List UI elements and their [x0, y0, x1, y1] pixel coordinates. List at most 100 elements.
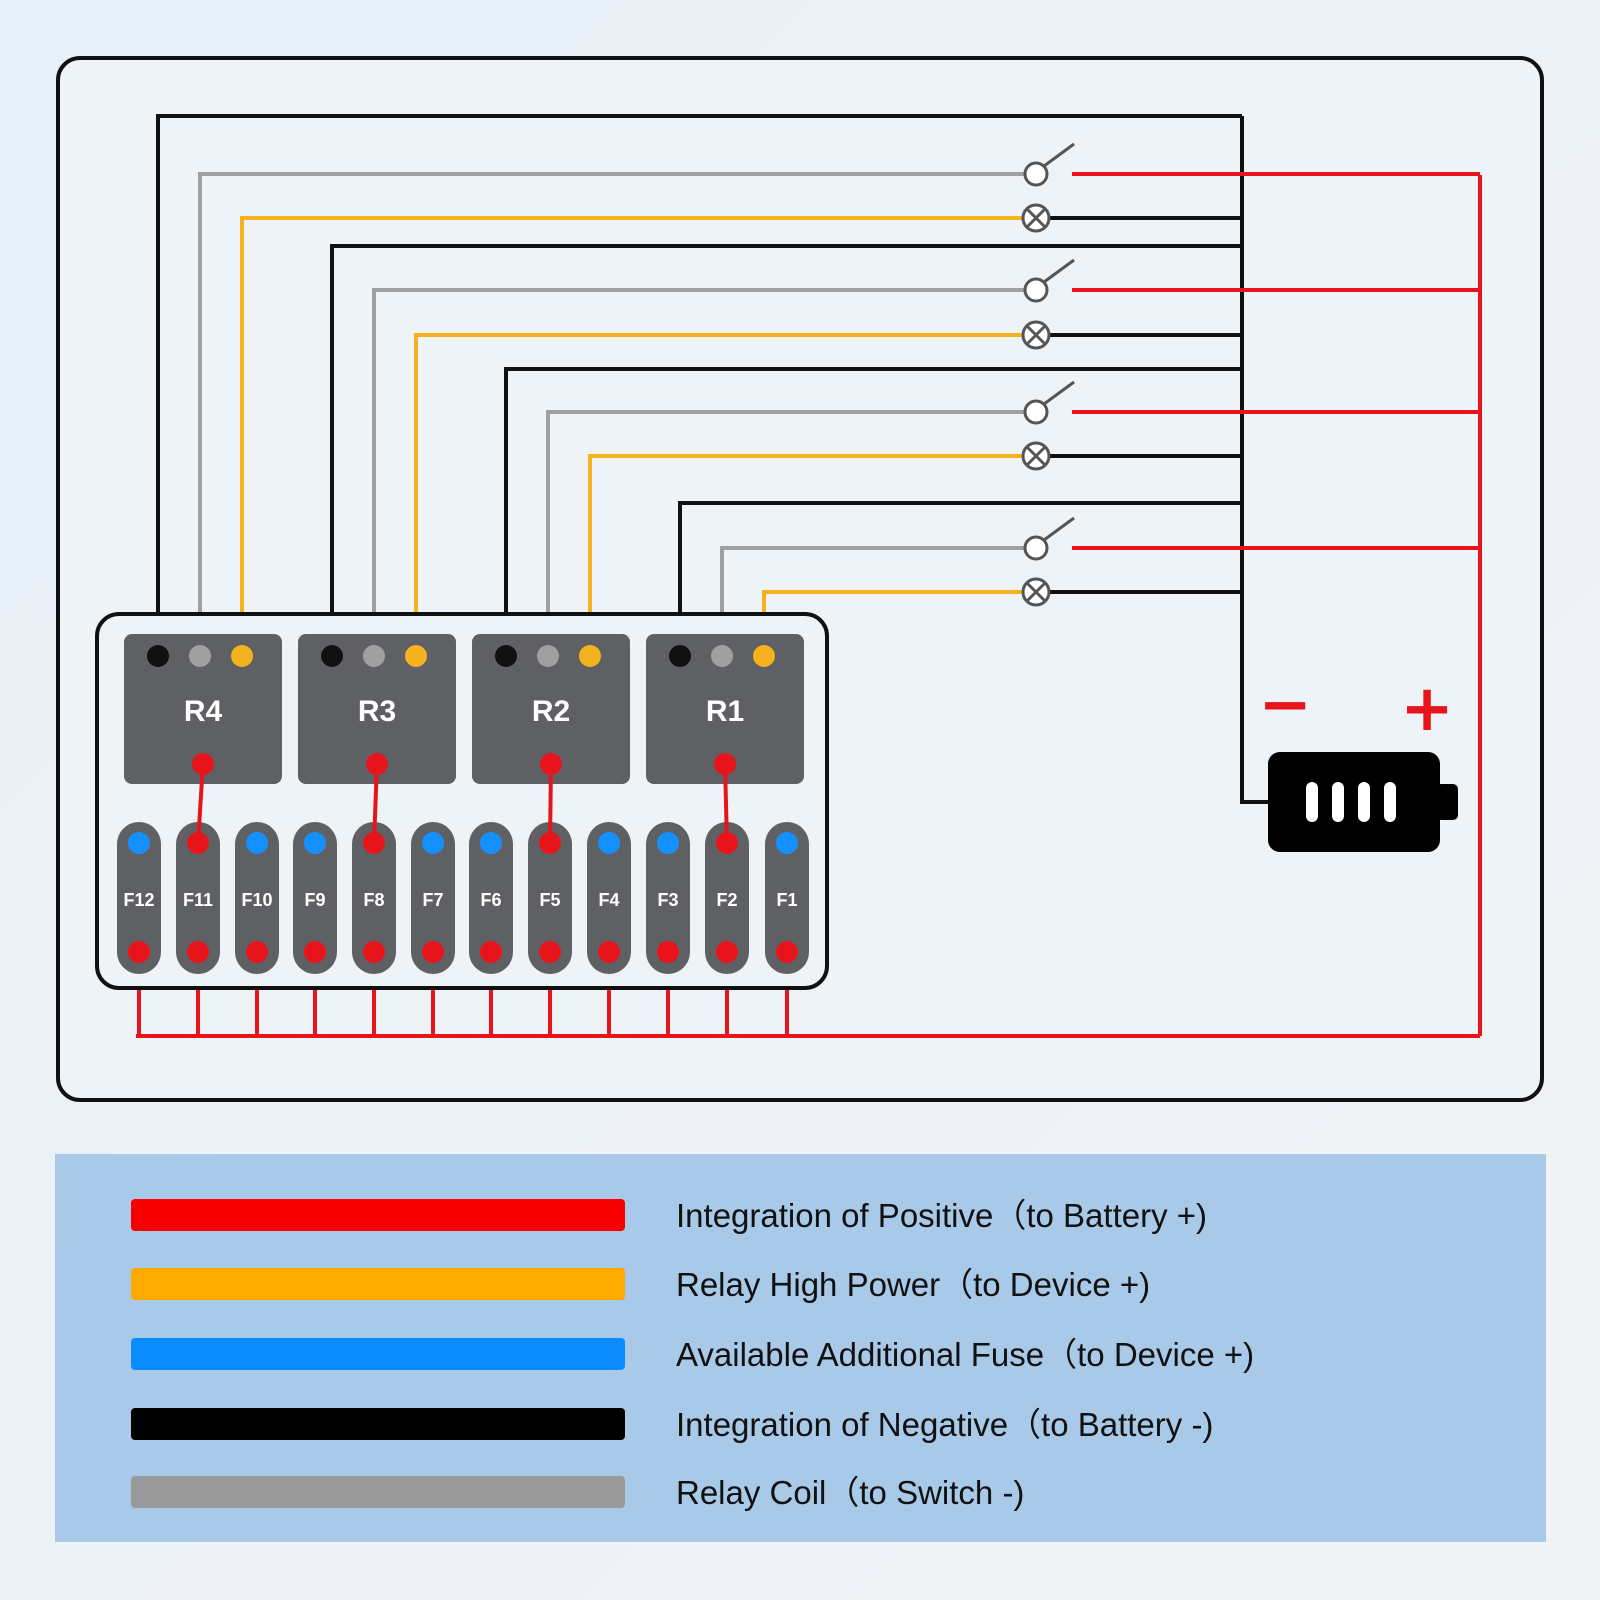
legend-swatch-relay-coil — [131, 1476, 625, 1508]
relay-body-r2 — [472, 634, 630, 784]
fuse-body-f3 — [646, 822, 690, 974]
negative-wire-r1 — [678, 501, 1242, 656]
relay-body-r3 — [298, 634, 456, 784]
relay-r3: R3 — [298, 634, 456, 784]
fuse-f6: F6 — [469, 822, 513, 974]
relay-label-r2: R2 — [532, 695, 570, 728]
fuse-body-f6 — [469, 822, 513, 974]
wires — [136, 114, 1482, 1038]
switch-pivot — [1023, 399, 1049, 425]
relay-body-r4 — [124, 634, 282, 784]
fuse-bottom-terminal — [128, 941, 150, 963]
relay-label-r1: R1 — [706, 695, 744, 728]
relay-r4: R4 — [124, 634, 282, 784]
negative-wire-r3 — [330, 244, 1242, 656]
fuse-bottom-terminal — [776, 941, 798, 963]
coil-wire-r2 — [546, 410, 1026, 656]
relay-pin-high-power — [753, 645, 775, 667]
fuse-bottom-terminal — [187, 941, 209, 963]
fuse-f4: F4 — [587, 822, 631, 974]
legend-label-positive: Integration of Positive（to Battery +) — [676, 1197, 1207, 1234]
fuse-bottom-terminal — [363, 941, 385, 963]
legend-label-relay-coil: Relay Coil（to Switch -) — [676, 1474, 1024, 1511]
legend-swatch-relay-high-power — [131, 1268, 625, 1300]
fuse-body-f9 — [293, 822, 337, 974]
legend-swatch-positive — [131, 1199, 625, 1231]
switch-lamp-r4 — [1021, 142, 1075, 233]
battery-minus-sign: − — [1258, 668, 1312, 742]
legend-label-available-fuse: Available Additional Fuse（to Device +) — [676, 1336, 1254, 1373]
fuse-top-terminal-available — [128, 832, 150, 854]
coil-wire-r3 — [372, 288, 1026, 656]
fuse-f5: F5 — [528, 822, 572, 974]
fuse-bottom-terminal — [480, 941, 502, 963]
switch-lever — [1043, 258, 1075, 284]
relay-to-fuse-link-r3 — [372, 763, 379, 844]
relay-pin-high-power — [405, 645, 427, 667]
legend-item-positive: Integration of Positive（to Battery +) — [131, 1197, 1207, 1234]
lamp-cross-line — [1025, 207, 1047, 229]
battery-cell-bar — [1306, 782, 1318, 822]
fuse-label-f7: F7 — [422, 890, 443, 910]
switch-lever — [1043, 516, 1075, 542]
lamp-cross-line — [1025, 581, 1047, 603]
lamp-cross-line — [1025, 324, 1047, 346]
relay-to-fuse-link-r4 — [196, 763, 205, 844]
fuse-body-f8 — [352, 822, 396, 974]
fuse-f10: F10 — [235, 822, 279, 974]
battery-cell-bar — [1332, 782, 1344, 822]
relay-pin-coil — [363, 645, 385, 667]
switch-lamp-r3 — [1021, 258, 1075, 350]
relay-r2: R2 — [472, 634, 630, 784]
legend-item-relay-high-power: Relay High Power（to Device +) — [131, 1266, 1150, 1303]
switch-pivot — [1023, 161, 1049, 187]
legend-item-available-fuse: Available Additional Fuse（to Device +) — [131, 1336, 1254, 1373]
fuse-f11: F11 — [176, 822, 220, 974]
coil-wire-r4 — [198, 172, 1026, 656]
fuse-label-f1: F1 — [776, 890, 797, 910]
fuse-label-f12: F12 — [123, 890, 154, 910]
fuse-bottom-terminal — [304, 941, 326, 963]
relay-pin-negative — [147, 645, 169, 667]
relay-pin-high-power — [579, 645, 601, 667]
fuse-bottom-terminal — [246, 941, 268, 963]
fuse-bottom-terminal — [539, 941, 561, 963]
battery-cell-bar — [1384, 782, 1396, 822]
fuse-f8: F8 — [352, 822, 396, 974]
switch-pivot — [1023, 277, 1049, 303]
relay-label-r3: R3 — [358, 695, 396, 728]
fuse-label-f9: F9 — [304, 890, 325, 910]
fuse-top-terminal-available — [480, 832, 502, 854]
fuse-body-f1 — [765, 822, 809, 974]
switch-lamp-r2 — [1021, 380, 1075, 471]
relay-pin-negative — [669, 645, 691, 667]
fuse-label-f4: F4 — [598, 890, 619, 910]
switch-lamp-r1 — [1021, 516, 1075, 607]
high-power-wire-r4 — [240, 216, 1023, 656]
fuse-bottom-terminal — [716, 941, 738, 963]
fuse-f3: F3 — [646, 822, 690, 974]
battery: − + — [1258, 668, 1458, 852]
fuse-label-f3: F3 — [657, 890, 678, 910]
legend-item-negative: Integration of Negative（to Battery -) — [131, 1406, 1213, 1443]
fuse-f2: F2 — [705, 822, 749, 974]
relay-r1: R1 — [646, 634, 804, 784]
legend: Integration of Positive（to Battery +) Rel… — [131, 1197, 1254, 1511]
switch-lever — [1043, 380, 1075, 406]
battery-plus-sign: + — [1400, 672, 1454, 746]
high-power-wire-r3 — [414, 333, 1023, 656]
relay-pin-negative — [321, 645, 343, 667]
fuse-label-f11: F11 — [183, 890, 213, 910]
lamp-cross-line — [1025, 445, 1047, 467]
negative-wire-r2 — [504, 367, 1242, 656]
fuse-label-f5: F5 — [539, 890, 560, 910]
relay-fuse-links — [196, 763, 729, 844]
relay-label-r4: R4 — [184, 695, 223, 728]
fuse-label-f6: F6 — [480, 890, 501, 910]
relay-group: R4 R3 R2 R1 — [124, 634, 804, 784]
relay-pin-coil — [189, 645, 211, 667]
battery-body — [1268, 752, 1440, 852]
fuse-top-terminal-available — [304, 832, 326, 854]
switch-lever — [1043, 142, 1075, 168]
fuse-label-f10: F10 — [241, 890, 272, 910]
